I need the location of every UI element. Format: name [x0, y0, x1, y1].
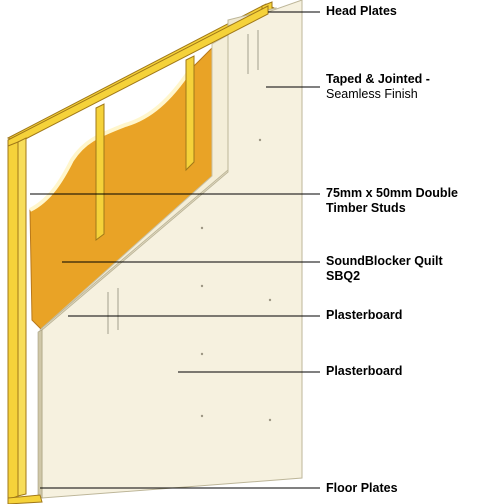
label-studs-line1: 75mm x 50mm Double: [326, 186, 458, 200]
label-floor-plates-text: Floor Plates: [326, 481, 398, 495]
label-timber-studs: 75mm x 50mm Double Timber Studs: [326, 186, 458, 216]
label-plasterboard-outer: Plasterboard: [326, 364, 402, 379]
label-plasterboard-inner-text: Plasterboard: [326, 308, 403, 322]
end-stud-front: [7, 141, 19, 501]
taped-joint: [107, 30, 259, 334]
leader-lines: [30, 11, 320, 489]
label-plasterboard-outer-text: Plasterboard: [326, 364, 403, 378]
label-studs-line2: Timber Studs: [326, 201, 406, 215]
end-stud-front-2: [17, 137, 27, 497]
label-soundblocker-quilt: SoundBlocker Quilt SBQ2: [326, 254, 443, 284]
timber-stud-2: [185, 55, 195, 172]
label-taped-jointed: Taped & Jointed - Seamless Finish: [326, 72, 430, 102]
label-head-plates: Head Plates: [326, 4, 397, 19]
label-quilt-line2: SBQ2: [326, 269, 361, 283]
label-taped-line1: Taped & Jointed -: [326, 72, 430, 86]
label-taped-line2: Seamless Finish: [326, 87, 418, 101]
screw-dots: [200, 138, 272, 422]
floor-plate: [7, 494, 43, 504]
head-plate-front: [7, 5, 269, 149]
label-head-plates-text: Head Plates: [326, 4, 397, 18]
label-plasterboard-inner: Plasterboard: [326, 308, 402, 323]
label-floor-plates: Floor Plates: [326, 481, 398, 496]
plasterboard-edge: [37, 329, 43, 499]
timber-stud-1: [95, 103, 105, 241]
label-quilt-line1: SoundBlocker Quilt: [326, 254, 443, 268]
